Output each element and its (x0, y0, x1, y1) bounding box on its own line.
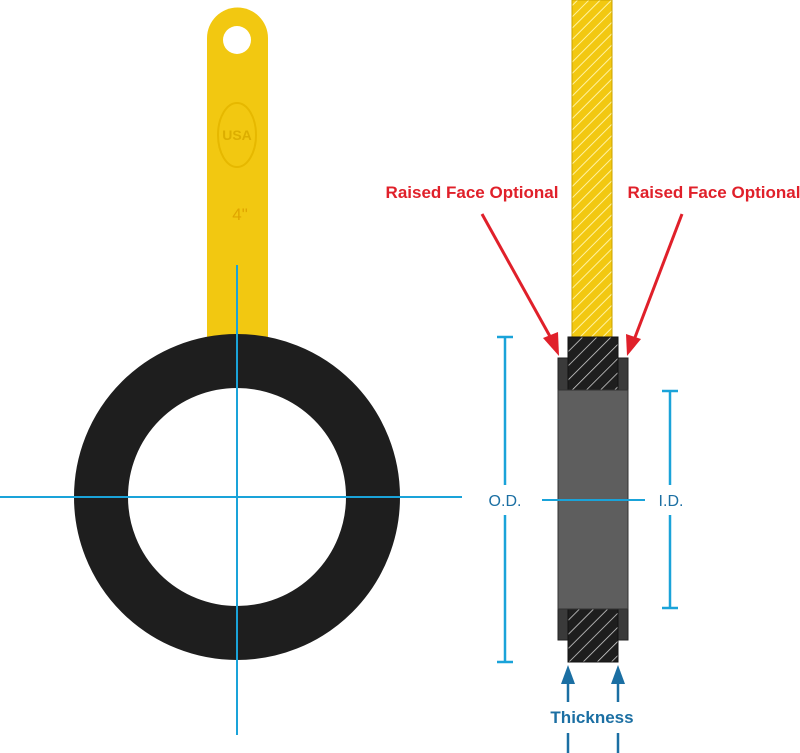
thickness-arrows (561, 665, 625, 753)
handle-hole (223, 26, 251, 54)
handle-side-view (571, 0, 613, 341)
od-dimension (497, 335, 513, 664)
raised-face-label-right: Raised Face Optional (628, 183, 800, 202)
red-arrow-left (480, 213, 559, 356)
usa-logo (217, 102, 257, 168)
id-dimension (662, 389, 678, 610)
usa-logo-text: USA (222, 127, 252, 143)
red-arrow-right (626, 213, 684, 356)
raised-face-label-left: Raised Face Optional (386, 183, 559, 202)
id-label: I.D. (659, 493, 684, 510)
od-label: O.D. (489, 493, 522, 510)
thickness-label: Thickness (550, 708, 633, 727)
size-label: 4" (232, 205, 248, 224)
handle: USA 4" (207, 7, 268, 361)
